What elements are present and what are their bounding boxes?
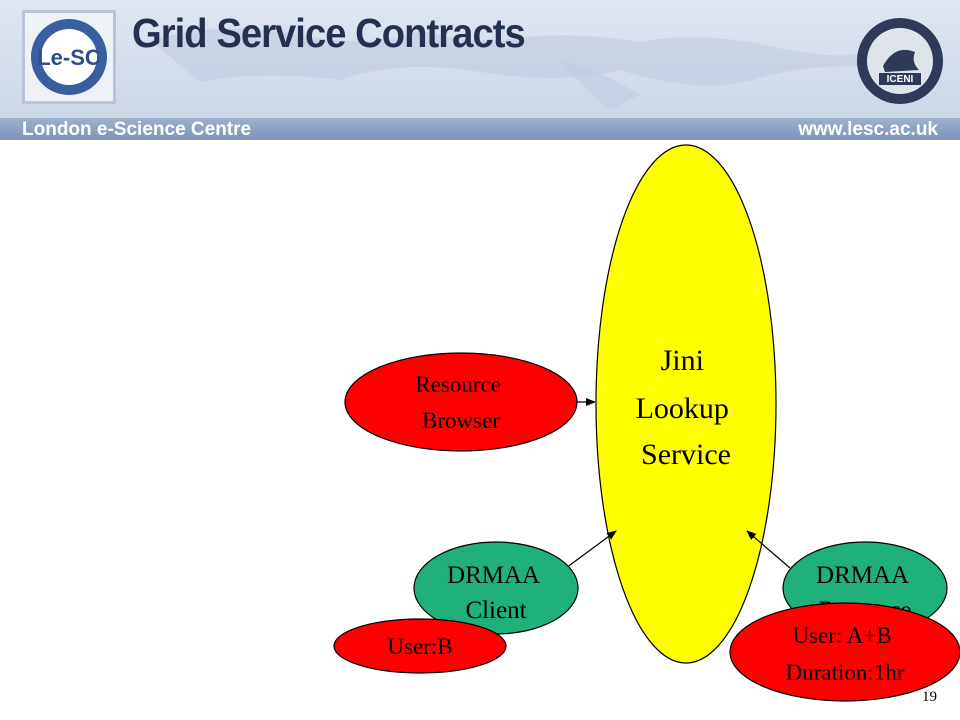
svg-text:User: A+B Duration:1hr: User: A+B Duration:1hr xyxy=(786,623,905,685)
svg-text:Resource Browser: Resource Browser xyxy=(415,372,506,433)
edge-client-to-lookup xyxy=(565,530,617,569)
org-url: www.lesc.ac.uk xyxy=(798,119,938,140)
page-number: 19 xyxy=(922,689,937,705)
svg-text:DRMAA Client: DRMAA Client xyxy=(447,562,545,624)
svg-text:Le-SC: Le-SC xyxy=(37,45,101,70)
user-b-node: User:B xyxy=(333,618,507,674)
world-map-background xyxy=(150,28,900,110)
iceni-seal: ICENI xyxy=(857,18,943,104)
lesc-logo: Le-SC xyxy=(22,10,116,104)
org-name: London e-Science Centre xyxy=(22,119,252,140)
svg-text:Jini Lookup Servic: Jini Lookup Service xyxy=(636,344,737,471)
slide-header: Le-SC Grid Service Contracts ICENI Londo… xyxy=(0,0,960,140)
svg-text:ICENI: ICENI xyxy=(887,74,914,85)
org-band xyxy=(0,118,960,140)
drmaa-client-node: DRMAA Client xyxy=(413,541,579,635)
svg-text:User:B: User:B xyxy=(387,634,452,659)
resource-browser-node: Resource Browser xyxy=(344,352,578,452)
slide-title: Grid Service Contracts xyxy=(132,10,526,56)
user-ab-node: User: A+B Duration:1hr xyxy=(729,602,960,702)
jini-lookup-service-node: Jini Lookup Service xyxy=(595,144,777,664)
edge-resource-to-lookup xyxy=(746,530,791,569)
